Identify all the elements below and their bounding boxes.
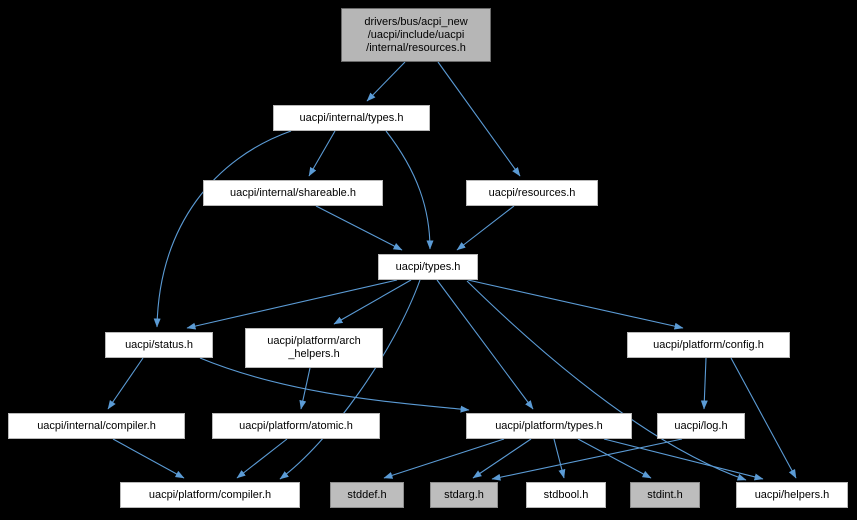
include-edge-uacpi-platform-arch-helpers-h-to-uacpi-platform-atomic-h: [299, 367, 311, 410]
node-label: stdarg.h: [444, 488, 484, 501]
node-label: uacpi/status.h: [125, 338, 193, 351]
include-edge-uacpi-types-h-to-uacpi-helpers-h: [466, 280, 747, 481]
include-edge-uacpi-platform-types-h-to-stdarg-h: [472, 438, 532, 479]
graph-node-uacpi-types-h[interactable]: uacpi/types.h: [378, 254, 478, 280]
include-edge-uacpi-platform-config-h-to-uacpi-log-h: [700, 357, 708, 410]
graph-node-uacpi-helpers-h[interactable]: uacpi/helpers.h: [736, 482, 848, 508]
graph-node-uacpi-internal-shareable-h[interactable]: uacpi/internal/shareable.h: [203, 180, 383, 206]
node-label: uacpi/internal/compiler.h: [37, 419, 156, 432]
graph-node-uacpi-log-h[interactable]: uacpi/log.h: [657, 413, 745, 439]
node-label: uacpi/helpers.h: [754, 488, 830, 501]
include-edge-resources-root-to-uacpi-internal-types-h: [366, 61, 406, 102]
graph-node-uacpi-platform-compiler-h[interactable]: uacpi/platform/compiler.h: [120, 482, 300, 508]
node-label: /internal/resources.h: [366, 41, 466, 54]
include-edge-resources-root-to-uacpi-resources-h: [437, 61, 521, 177]
include-edge-uacpi-types-h-to-uacpi-platform-config-h: [467, 279, 684, 330]
include-edge-uacpi-internal-shareable-h-to-uacpi-types-h: [315, 205, 403, 251]
graph-node-stddef-h: stddef.h: [330, 482, 404, 508]
node-label: uacpi/log.h: [674, 419, 728, 432]
node-label: uacpi/platform/arch: [267, 335, 361, 347]
graph-node-uacpi-platform-types-h[interactable]: uacpi/platform/types.h: [466, 413, 632, 439]
include-edge-uacpi-types-h-to-uacpi-platform-types-h: [436, 279, 534, 410]
include-edge-uacpi-types-h-to-uacpi-status-h: [186, 279, 398, 330]
include-edge-uacpi-platform-types-h-to-stdint-h: [577, 438, 652, 479]
node-label: drivers/bus/acpi_new: [364, 15, 468, 28]
node-label: _helpers.h: [288, 348, 340, 360]
graph-node-uacpi-status-h[interactable]: uacpi/status.h: [105, 332, 213, 358]
graph-node-stdint-h: stdint.h: [630, 482, 700, 508]
node-label: stddef.h: [347, 488, 387, 501]
graph-node-stdbool-h[interactable]: stdbool.h: [526, 482, 606, 508]
node-label: uacpi/platform/compiler.h: [148, 488, 272, 501]
include-edge-uacpi-resources-h-to-uacpi-types-h: [456, 205, 515, 251]
include-edge-uacpi-internal-types-h-to-uacpi-status-h: [153, 130, 292, 328]
include-edge-uacpi-platform-types-h-to-uacpi-helpers-h: [603, 438, 764, 481]
include-edge-uacpi-internal-types-h-to-uacpi-internal-shareable-h: [308, 130, 336, 177]
include-edge-uacpi-types-h-to-uacpi-platform-compiler-h: [279, 279, 421, 480]
graph-node-uacpi-platform-config-h[interactable]: uacpi/platform/config.h: [627, 332, 790, 358]
node-label: uacpi/platform/atomic.h: [239, 419, 353, 432]
graph-node-uacpi-internal-types-h[interactable]: uacpi/internal/types.h: [273, 105, 430, 131]
include-edge-uacpi-status-h-to-uacpi-internal-compiler-h: [107, 357, 144, 410]
graph-node-uacpi-internal-compiler-h[interactable]: uacpi/internal/compiler.h: [8, 413, 185, 439]
node-label: uacpi/platform/config.h: [653, 338, 764, 351]
graph-node-uacpi-platform-atomic-h[interactable]: uacpi/platform/atomic.h: [212, 413, 380, 439]
include-edge-uacpi-types-h-to-uacpi-platform-arch-helpers-h: [333, 279, 412, 325]
node-label: uacpi/platform/types.h: [495, 419, 603, 432]
include-edge-uacpi-platform-types-h-to-stdbool-h: [553, 438, 566, 479]
include-edge-uacpi-platform-types-h-to-stddef-h: [383, 438, 505, 479]
node-label: uacpi/resources.h: [488, 186, 576, 199]
include-edge-uacpi-status-h-to-uacpi-platform-types-h: [199, 357, 470, 413]
node-label: uacpi/types.h: [395, 260, 461, 273]
graph-node-uacpi-resources-h[interactable]: uacpi/resources.h: [466, 180, 598, 206]
include-edge-uacpi-internal-compiler-h-to-uacpi-platform-compiler-h: [112, 438, 185, 479]
node-label: stdbool.h: [543, 488, 589, 501]
node-label: stdint.h: [647, 488, 683, 501]
include-edge-uacpi-internal-types-h-to-uacpi-types-h: [385, 130, 434, 250]
graph-node-resources-root: drivers/bus/acpi_new/uacpi/include/uacpi…: [341, 8, 491, 62]
graph-node-uacpi-platform-arch-helpers-h[interactable]: uacpi/platform/arch_helpers.h: [245, 328, 383, 368]
include-edge-uacpi-log-h-to-stdarg-h: [491, 438, 683, 481]
graph-node-stdarg-h: stdarg.h: [430, 482, 498, 508]
include-edge-uacpi-platform-atomic-h-to-uacpi-platform-compiler-h: [236, 438, 288, 479]
node-label: uacpi/internal/types.h: [299, 111, 404, 124]
node-label: uacpi/internal/shareable.h: [230, 186, 356, 199]
node-label: /uacpi/include/uacpi: [367, 28, 465, 41]
include-edge-uacpi-platform-config-h-to-uacpi-helpers-h: [730, 357, 797, 479]
